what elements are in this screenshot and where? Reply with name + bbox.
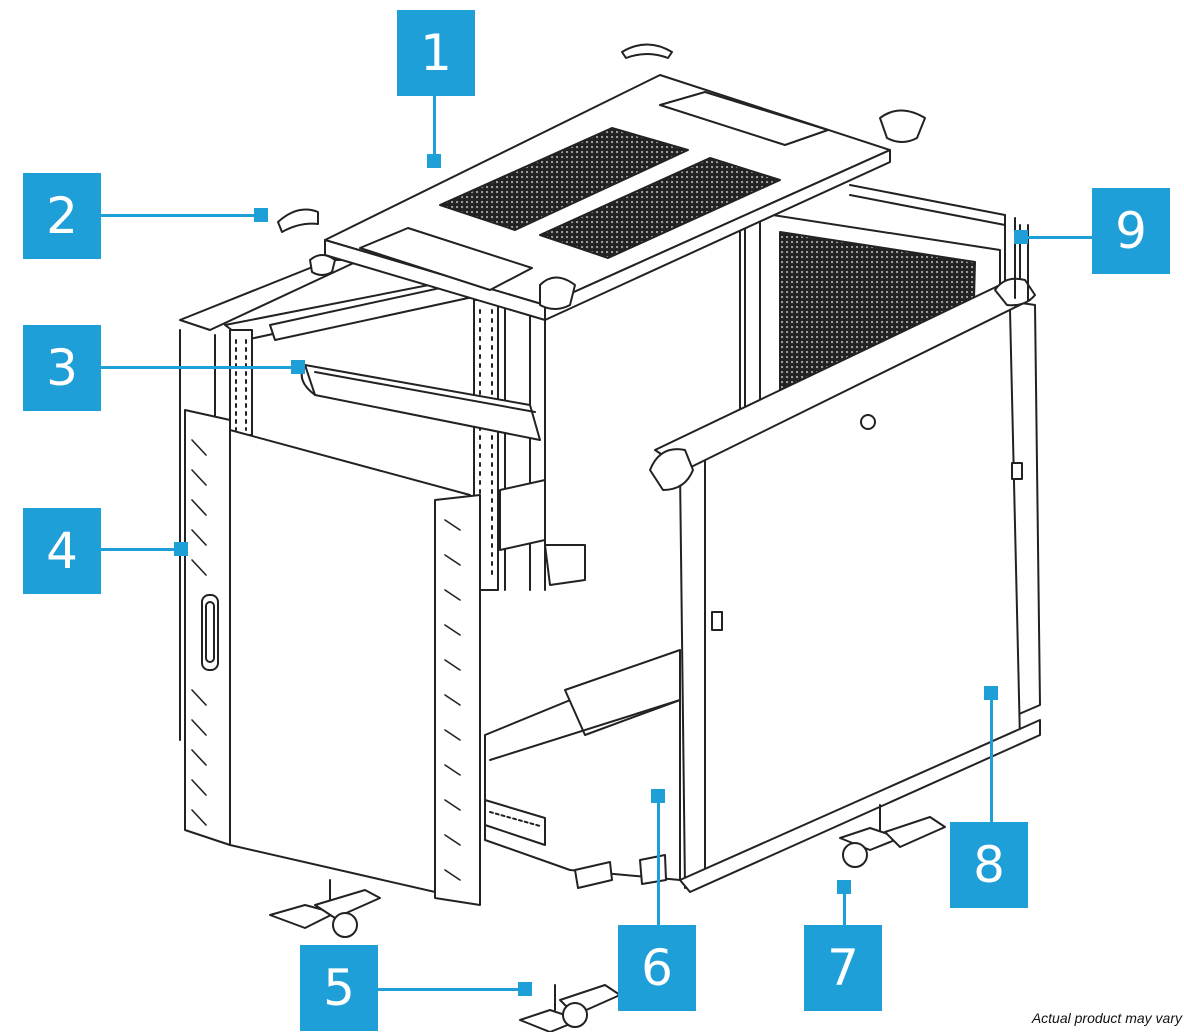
caster-rear-right xyxy=(839,804,946,868)
callout-3: 3 xyxy=(23,325,101,411)
casters xyxy=(269,804,946,1032)
leader-line-8 xyxy=(990,692,993,822)
bottom-plate xyxy=(484,649,681,889)
top-vent-right xyxy=(539,157,781,259)
cable-tray xyxy=(300,364,541,441)
leader-line-6 xyxy=(657,795,660,925)
side-panel xyxy=(649,277,1041,893)
callout-1: 1 xyxy=(397,10,475,96)
callout-7: 7 xyxy=(804,925,882,1011)
anchor-dot-5 xyxy=(518,982,532,996)
callout-8: 8 xyxy=(950,822,1028,908)
anchor-dot-4 xyxy=(174,542,188,556)
callout-4: 4 xyxy=(23,508,101,594)
anchor-dot-7 xyxy=(837,880,851,894)
top-vent-left xyxy=(439,127,689,231)
front-door xyxy=(184,409,481,906)
leader-line-4 xyxy=(101,548,181,551)
anchor-dot-8 xyxy=(984,686,998,700)
anchor-dot-3 xyxy=(291,360,305,374)
callout-5: 5 xyxy=(300,945,378,1031)
leader-line-2 xyxy=(101,214,261,217)
leader-line-1 xyxy=(433,96,436,160)
caster-front-left xyxy=(269,879,381,938)
disclaimer-text: Actual product may vary xyxy=(1031,1010,1182,1026)
callout-9: 9 xyxy=(1092,188,1170,274)
leader-line-9 xyxy=(1022,236,1094,239)
callout-6: 6 xyxy=(618,925,696,1011)
corner-caps xyxy=(277,43,926,233)
anchor-dot-9 xyxy=(1014,230,1028,244)
anchor-dot-6 xyxy=(651,789,665,803)
leader-line-5 xyxy=(378,988,520,991)
callout-2: 2 xyxy=(23,173,101,259)
anchor-dot-1 xyxy=(427,154,441,168)
caster-front-right xyxy=(519,984,621,1032)
leader-line-7 xyxy=(843,885,846,925)
top-cover xyxy=(309,74,891,321)
leader-line-3 xyxy=(101,366,297,369)
anchor-dot-2 xyxy=(254,208,268,222)
